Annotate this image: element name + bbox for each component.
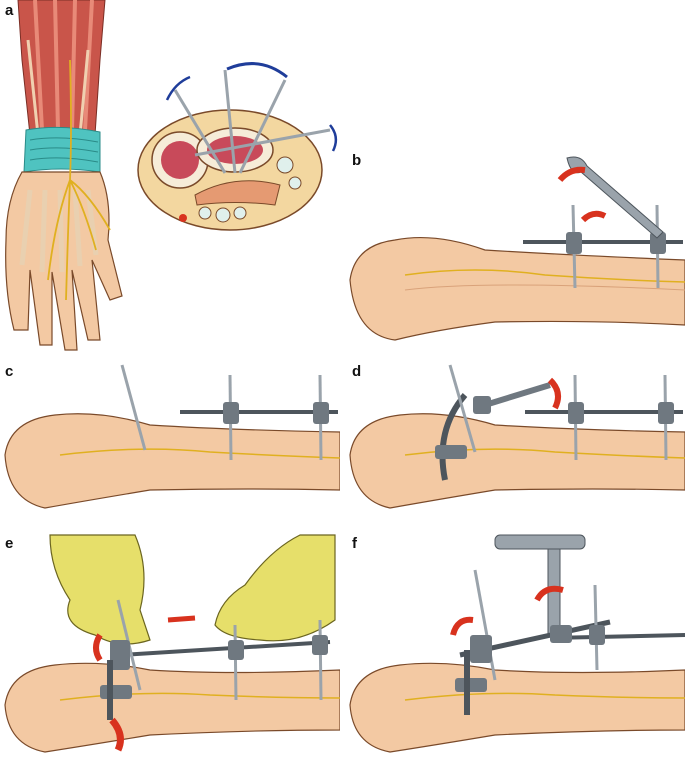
clamp-d-2 [658, 402, 674, 424]
panel-label-d: d [352, 363, 362, 380]
right-glove [214, 534, 336, 642]
panel-b-pin-insertion [345, 150, 685, 360]
clamp-b-1 [566, 232, 582, 254]
pin-2 [223, 69, 237, 174]
clamp-e-3 [110, 640, 130, 670]
panel-label-f: f [352, 535, 357, 552]
panel-f-final-fixation [345, 530, 685, 770]
clamp-e-2 [312, 635, 328, 655]
panel-e-manual-reduction [0, 530, 340, 770]
pin-c-1 [120, 364, 147, 451]
t-handle-top [494, 534, 586, 550]
wrench [566, 156, 664, 239]
red-arrow-d [547, 377, 562, 410]
panel-label-b: b [352, 152, 362, 169]
rod-f-2 [549, 633, 685, 640]
panel-label-c: c [5, 363, 14, 380]
clamp-e-4 [100, 685, 132, 699]
panel-d-frame-assembly [345, 360, 685, 525]
forearm-e [4, 662, 340, 753]
panel-c-distal-pin [0, 360, 340, 525]
pin-e-3 [318, 619, 323, 701]
forearm-d [349, 413, 685, 509]
red-arrow-b-1 [557, 166, 586, 183]
clamp-f-3 [470, 635, 492, 663]
clamp-e-1 [228, 640, 244, 660]
rotation-arrow-3 [329, 124, 338, 152]
connector-rod-d [484, 382, 551, 408]
clamp-d-1 [568, 402, 584, 424]
red-arrow-e-3 [109, 717, 124, 752]
forearm-f [349, 662, 685, 753]
clamp-b-2 [650, 232, 666, 254]
extensor-retinaculum [23, 126, 101, 173]
rotation-arrow-1 [165, 75, 191, 101]
clamp-f-2 [589, 625, 605, 645]
panel-a-hand-anatomy [0, 0, 140, 355]
panel-a-cross-section [135, 55, 345, 235]
pin-d-1 [448, 364, 477, 453]
clamp-f-1 [550, 625, 572, 643]
pin-1 [173, 89, 227, 174]
red-arrow-f-1 [450, 616, 474, 636]
pin-3 [238, 79, 287, 174]
red-arrow-e-1 [93, 633, 103, 662]
pin-f-1 [473, 569, 497, 681]
clamp-d-3 [473, 396, 491, 414]
red-arrow-b-2 [580, 210, 607, 223]
left-glove [49, 534, 151, 645]
clamp-d-4 [435, 445, 467, 459]
clamp-c-2 [313, 402, 329, 424]
pin-4 [194, 128, 331, 157]
red-arrow-e-2 [167, 615, 196, 623]
panel-label-e: e [5, 535, 14, 552]
radial-nerve-branches [47, 59, 111, 301]
clamp-c-1 [223, 402, 239, 424]
red-arrow-f-2 [534, 585, 564, 602]
panel-label-a: a [5, 2, 14, 19]
rotation-arrow-2 [226, 62, 288, 79]
forearm-b [349, 236, 685, 341]
pin-e-2 [233, 624, 238, 701]
clamp-f-4 [455, 678, 487, 692]
forearm-c [4, 413, 340, 509]
rod-e [119, 640, 331, 657]
